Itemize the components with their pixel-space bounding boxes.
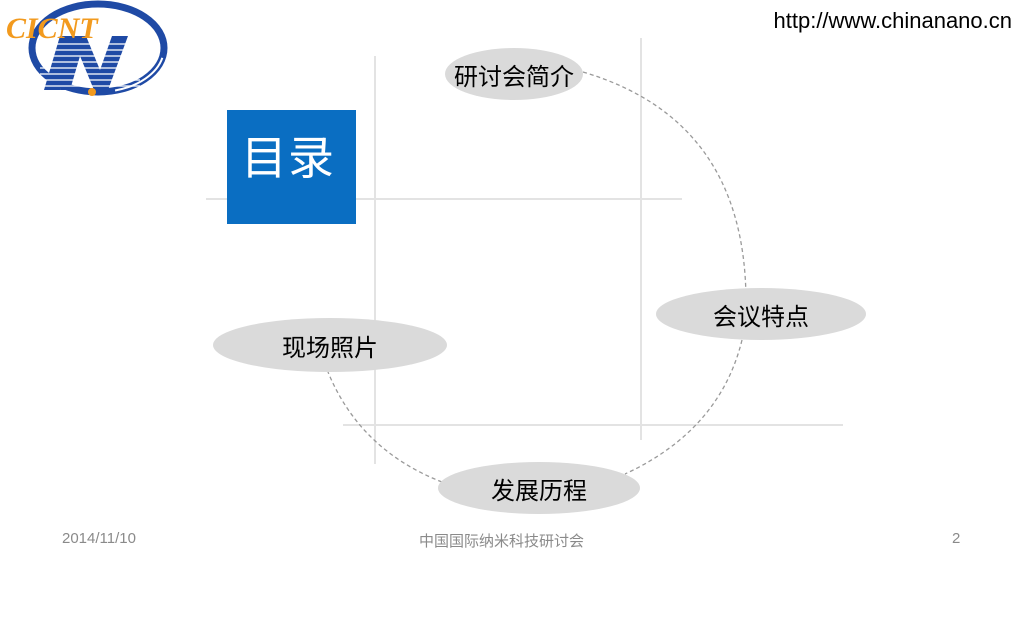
logo-dot <box>88 88 96 96</box>
arc-intro-to-features <box>582 71 747 301</box>
toc-item-label: 研讨会简介 <box>454 62 574 91</box>
logo-n-shape <box>40 36 140 90</box>
website-url: http://www.chinanano.cn <box>773 8 1012 33</box>
arc-features-to-history <box>624 339 743 475</box>
arc-history-to-photos <box>327 371 443 483</box>
cicnt-logo-graphic: CICNT <box>6 0 168 96</box>
section-title-box: 目录 <box>227 110 356 224</box>
grid-line-horizontal-top <box>206 198 682 200</box>
footer-date: 2014/11/10 <box>62 530 136 547</box>
toc-item-intro[interactable]: 研讨会简介 <box>445 48 583 100</box>
toc-item-features[interactable]: 会议特点 <box>656 288 866 340</box>
footer-event-name: 中国国际纳米科技研讨会 <box>419 532 585 550</box>
cicnt-logo: CICNT <box>0 0 170 98</box>
toc-item-label: 现场照片 <box>282 333 378 362</box>
grid-line-vertical-left <box>374 56 376 464</box>
grid-line-vertical-right <box>640 38 642 440</box>
grid-line-horizontal-bottom <box>343 424 843 426</box>
toc-item-label: 发展历程 <box>491 476 587 505</box>
logo-wordmark: CICNT <box>6 12 99 45</box>
slide-title: 目录 <box>241 131 335 185</box>
toc-item-label: 会议特点 <box>713 302 809 331</box>
page-number: 2 <box>952 530 961 547</box>
toc-item-photos[interactable]: 现场照片 <box>213 318 447 372</box>
logo-ring-shape <box>28 0 168 96</box>
toc-item-history[interactable]: 发展历程 <box>438 462 640 514</box>
